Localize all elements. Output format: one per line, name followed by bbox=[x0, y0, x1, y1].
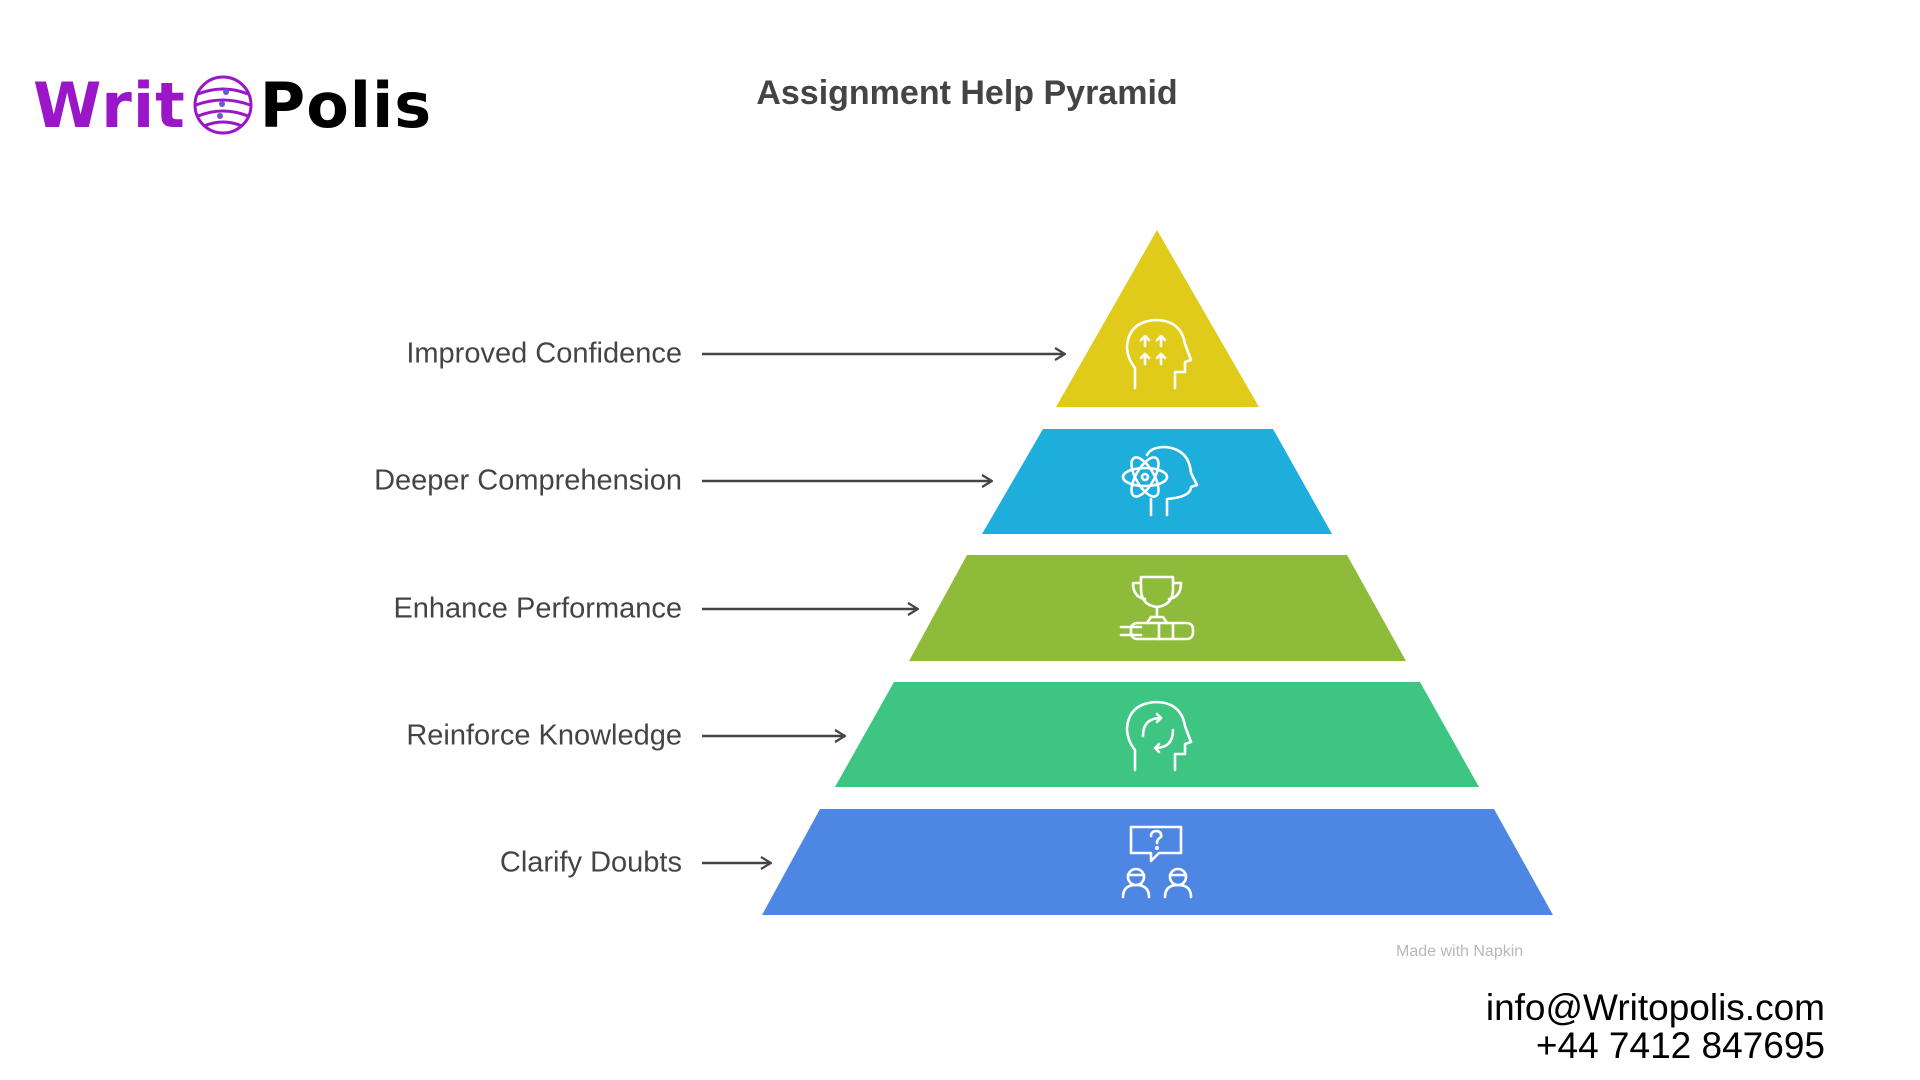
head-arrows-up-icon bbox=[1125, 318, 1193, 390]
globe-icon bbox=[193, 75, 253, 135]
level-label-improved-confidence: Improved Confidence bbox=[406, 337, 682, 370]
pyramid-level-5 bbox=[762, 809, 1553, 915]
level-label-enhance-performance: Enhance Performance bbox=[393, 592, 682, 625]
trophy-icon bbox=[1119, 575, 1195, 641]
people-question-icon bbox=[1121, 825, 1193, 899]
level-label-reinforce-knowledge: Reinforce Knowledge bbox=[406, 719, 682, 752]
logo-text-writ: Writ bbox=[33, 68, 186, 142]
pyramid-level-1 bbox=[1056, 230, 1259, 407]
writopolis-logo: Writ Polis bbox=[33, 68, 433, 142]
page-title: Assignment Help Pyramid bbox=[756, 74, 1178, 112]
level-label-clarify-doubts: Clarify Doubts bbox=[499, 846, 682, 879]
head-atom-icon bbox=[1121, 445, 1199, 517]
head-cycle-icon bbox=[1125, 700, 1193, 772]
napkin-watermark: Made with Napkin bbox=[1396, 943, 1524, 960]
logo-text-polis: Polis bbox=[259, 68, 433, 142]
level-label-deeper-comprehension: Deeper Comprehension bbox=[374, 464, 682, 497]
contact-email: info@Writopolis.com bbox=[1485, 987, 1825, 1028]
contact-phone: +44 7412 847695 bbox=[1535, 1025, 1825, 1066]
pyramid-level-4 bbox=[835, 682, 1479, 787]
